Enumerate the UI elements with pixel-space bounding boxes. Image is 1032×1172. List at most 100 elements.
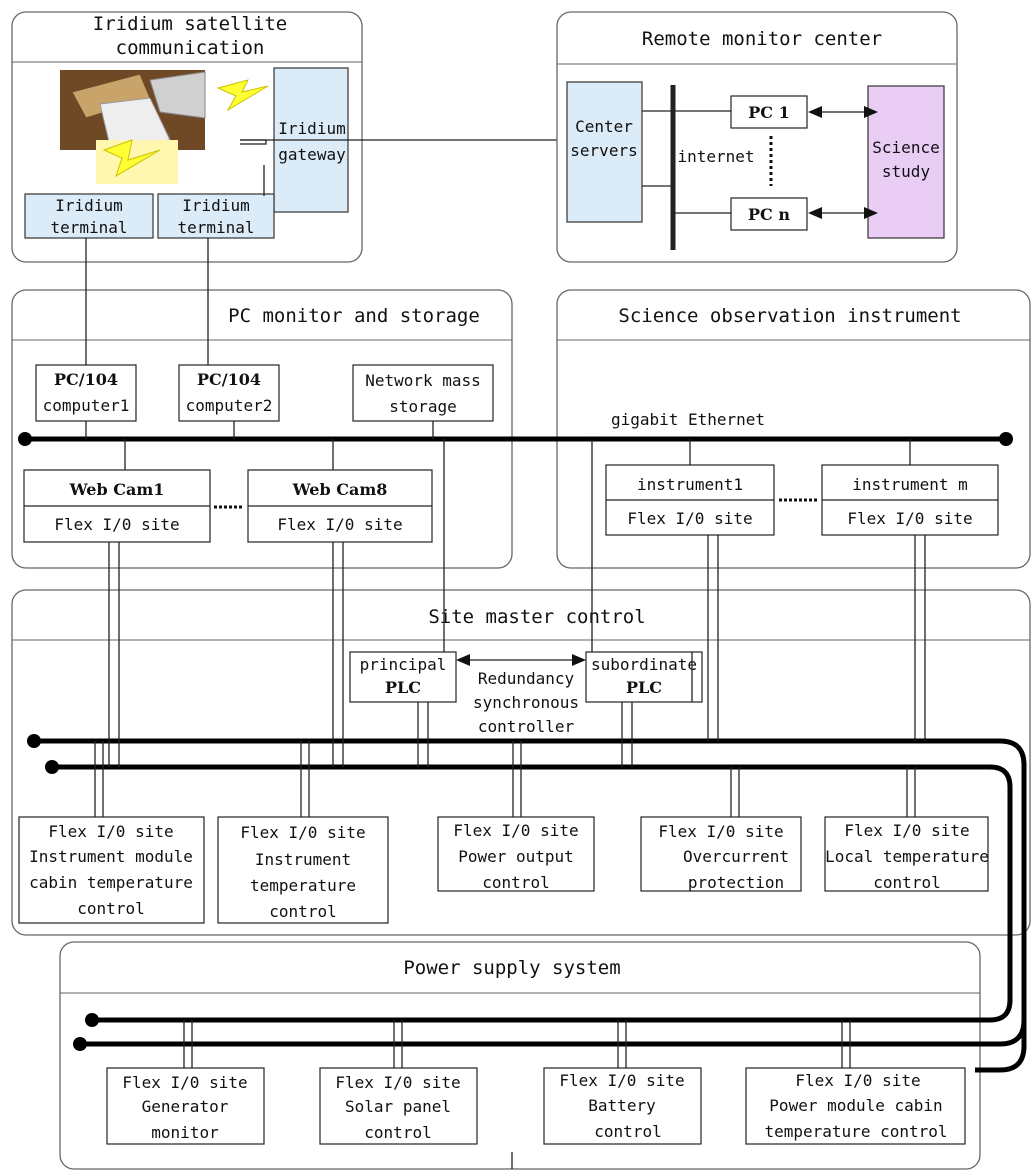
gigabit-ethernet-label: gigabit Ethernet	[611, 410, 765, 429]
redundancy-line3: controller	[478, 717, 575, 736]
power-supply-title: Power supply system	[403, 957, 620, 979]
center-servers-box	[566, 81, 643, 223]
power-flex-cabin-temp-box	[745, 1067, 966, 1145]
terminal1-label-line1: Iridium	[55, 196, 122, 215]
power3-line3: control	[594, 1122, 661, 1141]
power1-line2: Generator	[142, 1097, 229, 1116]
iridium-title-line2: communication	[116, 37, 265, 59]
power-flex-battery-box	[543, 1067, 702, 1145]
subordinate-line1: subordinate	[591, 655, 697, 674]
nas-line1: Network mass	[365, 371, 481, 390]
site4-line2: Overcurrent	[683, 847, 789, 866]
redundancy-line1: Redundancy	[478, 669, 575, 688]
instrument-m-flex-label: Flex I/0 site	[847, 509, 972, 528]
site-master-title: Site master control	[428, 606, 645, 628]
power-flex-solar-box	[319, 1067, 478, 1145]
power1-line3: monitor	[151, 1123, 219, 1142]
power3-line2: Battery	[588, 1096, 656, 1115]
power2-line3: control	[364, 1123, 431, 1142]
site1-line2: Instrument module	[29, 847, 193, 866]
remote-title: Remote monitor center	[642, 28, 882, 50]
science-observation-section: Science observation instrument gigabit E…	[556, 289, 1031, 569]
center-servers-line2: servers	[570, 141, 637, 160]
pc-1-label: PC 1	[748, 103, 789, 122]
power3-line1: Flex I/0 site	[559, 1071, 684, 1090]
pc104-2-line2: computer2	[186, 396, 273, 415]
webcam8-label: Web Cam8	[292, 480, 388, 499]
site4-line3: protection	[688, 873, 784, 892]
terminal2-label-line1: Iridium	[182, 196, 249, 215]
site2-line1: Flex I/0 site	[240, 823, 365, 842]
pc-n-label: PC n	[748, 205, 790, 224]
site-flex-power-output-box	[437, 816, 595, 892]
satellite-icon	[60, 70, 206, 184]
pc104-computer2-box	[178, 364, 280, 422]
instrument1-flex-label: Flex I/0 site	[627, 509, 752, 528]
site-flex-overcurrent-box	[640, 816, 802, 892]
site3-line2: Power output	[458, 847, 574, 866]
science-study-line1: Science	[872, 138, 939, 157]
power-flex-generator-box	[106, 1067, 265, 1145]
subordinate-line2: PLC	[626, 678, 662, 697]
science-study-box	[867, 85, 945, 239]
power4-line3: temperature control	[764, 1122, 947, 1141]
terminal1-label-line2: terminal	[50, 218, 127, 237]
principal-plc-box	[349, 651, 457, 703]
terminal2-label-line2: terminal	[177, 218, 254, 237]
power1-line1: Flex I/0 site	[122, 1073, 247, 1092]
network-mass-storage-box	[352, 364, 494, 422]
pc104-1-line2: computer1	[43, 396, 130, 415]
power2-line1: Flex I/0 site	[335, 1073, 460, 1092]
site5-line2: Local temperature	[825, 847, 989, 866]
webcam8-flex-label: Flex I/0 site	[277, 515, 402, 534]
pc-n-box	[730, 197, 808, 231]
site5-line1: Flex I/0 site	[844, 821, 969, 840]
iridium-title-line1: Iridium satellite	[93, 13, 287, 35]
pc-monitor-section: PC monitor and storage PC/104 computer1 …	[11, 289, 513, 569]
gateway-label-line2: gateway	[278, 145, 346, 164]
remote-monitor-section: Remote monitor center Center servers int…	[556, 11, 958, 263]
site-flex-instrument-temp-box	[217, 816, 389, 924]
site3-line1: Flex I/0 site	[453, 821, 578, 840]
field-bus	[27, 734, 1027, 1073]
webcam1-label: Web Cam1	[69, 480, 165, 499]
iridium-section: Iridium satellite communication Iridium …	[11, 11, 363, 263]
pc104-computer1-box	[35, 364, 137, 422]
pc104-1-line1: PC/104	[54, 370, 118, 389]
science-study-line2: study	[882, 162, 931, 181]
site2-line3: temperature	[250, 876, 356, 895]
instrument1-label: instrument1	[637, 475, 743, 494]
pc-1-box	[730, 95, 808, 129]
lightning-bolt-icon	[216, 79, 269, 112]
principal-line1: principal	[360, 655, 447, 674]
site3-line3: control	[482, 873, 549, 892]
site2-line2: Instrument	[255, 850, 351, 869]
redundancy-line2: synchronous	[473, 693, 579, 712]
gateway-label-line1: Iridium	[278, 119, 345, 138]
field-drops	[94, 439, 926, 1068]
principal-line2: PLC	[385, 678, 421, 697]
science-observation-title: Science observation instrument	[618, 305, 961, 327]
instrument-m-label: instrument m	[852, 475, 968, 494]
power4-line1: Flex I/0 site	[795, 1071, 920, 1090]
subordinate-plc-box	[585, 651, 703, 703]
site-flex-local-temp-box	[824, 816, 989, 892]
iridium-terminal-1	[24, 193, 154, 239]
site5-line3: control	[873, 873, 940, 892]
internet-label: internet	[677, 147, 754, 166]
iridium-terminal-2	[157, 193, 275, 239]
nas-line2: storage	[389, 397, 456, 416]
power4-line2: Power module cabin	[769, 1096, 942, 1115]
site1-line4: control	[77, 899, 144, 918]
power2-line2: Solar panel	[345, 1097, 451, 1116]
webcam1-flex-label: Flex I/0 site	[54, 515, 179, 534]
center-servers-line1: Center	[575, 117, 633, 136]
site4-line1: Flex I/0 site	[658, 822, 783, 841]
site1-line1: Flex I/0 site	[48, 822, 173, 841]
power-supply-section: Power supply system Flex I/0 site Genera…	[59, 941, 981, 1170]
pc104-2-line1: PC/104	[197, 370, 261, 389]
site2-line4: control	[269, 902, 336, 921]
pc-monitor-title: PC monitor and storage	[228, 305, 480, 327]
site1-line3: cabin temperature	[29, 873, 193, 892]
